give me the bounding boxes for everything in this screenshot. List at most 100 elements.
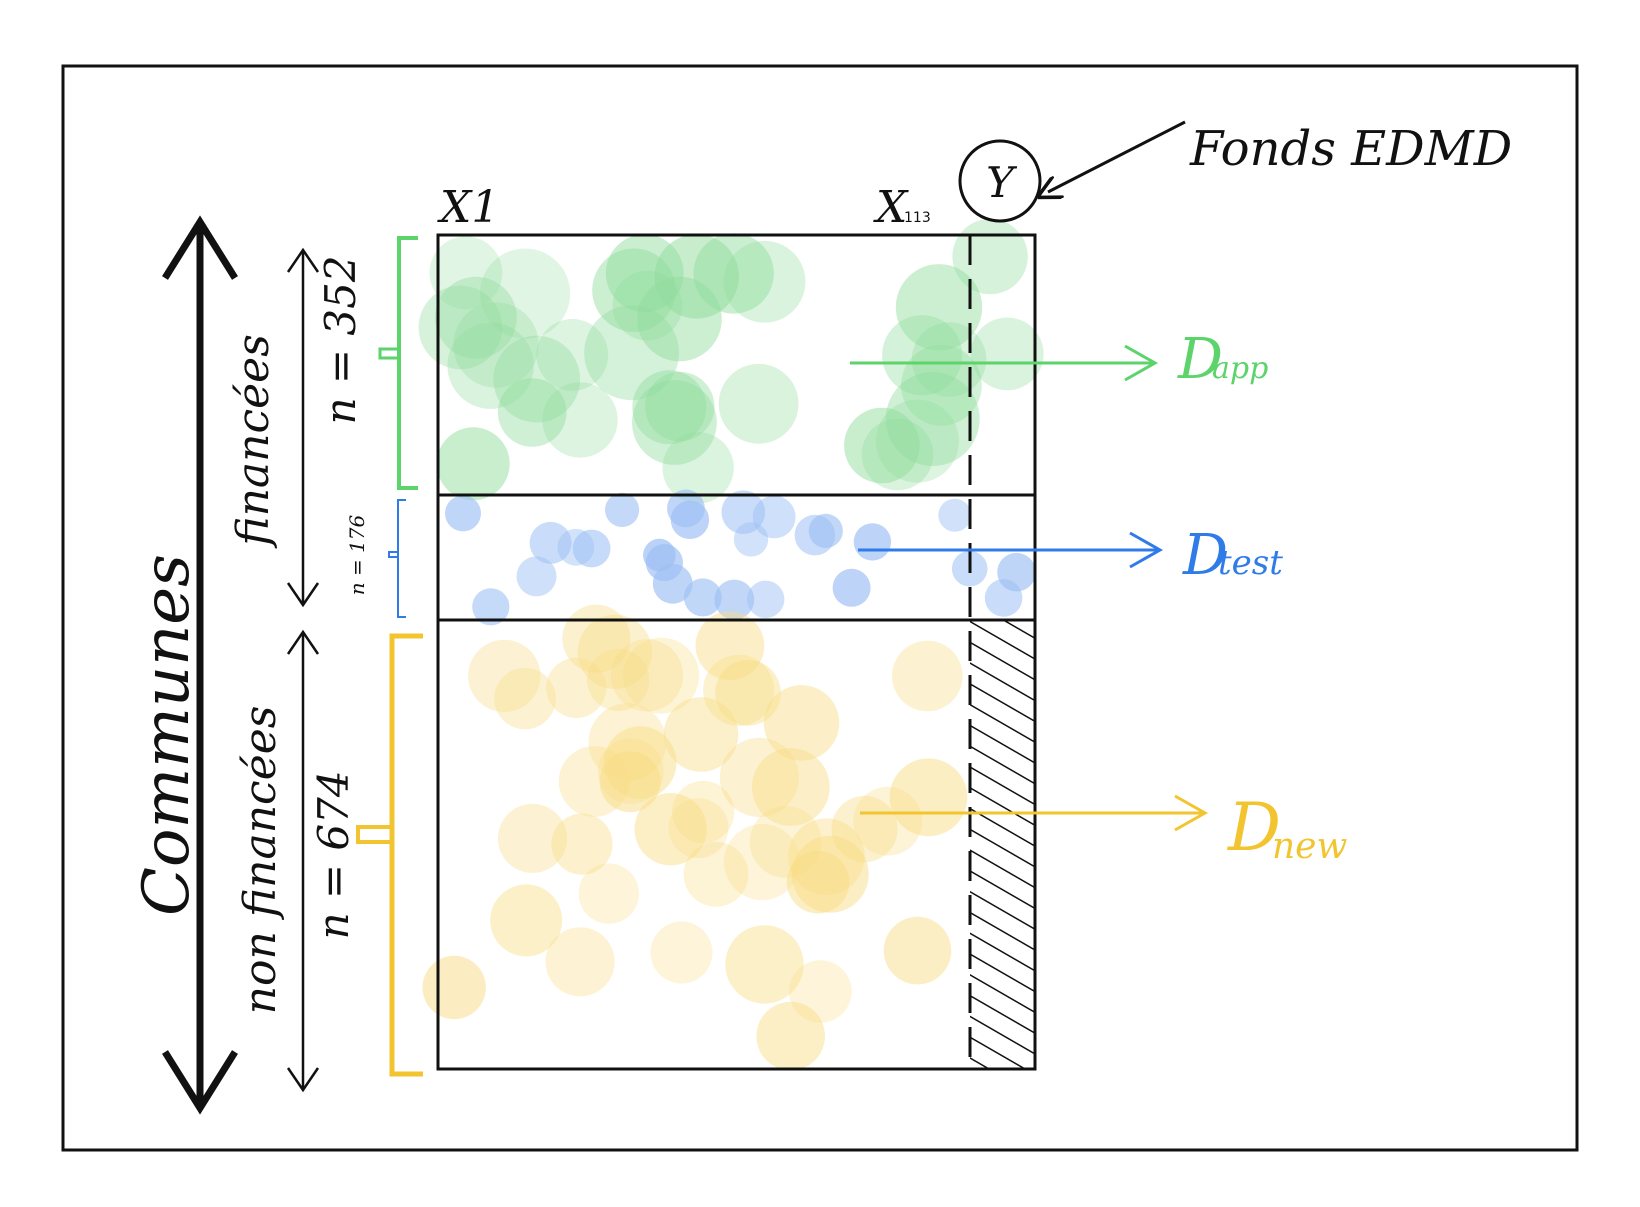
watercolor-blob [724,824,801,901]
watercolor-blob [788,818,865,895]
data-matrix [436,233,1037,1071]
watercolor-blob [789,960,852,1023]
watercolor-blob [493,335,581,423]
watercolor-blob [632,380,717,465]
n-financees-label: n = 352 [316,255,365,424]
financees-arrow-head-top [286,247,320,273]
watercolor-blob [725,925,804,1004]
hatched-y-column [970,620,1035,1069]
watercolor-blob [892,640,963,712]
watercolor-blob [422,955,486,1020]
watercolor-blob [831,795,898,863]
watercolor-blob [429,236,503,310]
watercolor-blob [683,841,749,907]
watercolor-blob [749,806,822,878]
watercolor-blob [703,654,775,726]
n-non-financees-label: n = 674 [309,770,358,939]
watercolor-blob [663,697,739,772]
watercolor-blob [577,614,653,689]
d-new-sub: new [1272,826,1347,867]
financees-label: financées [228,334,279,549]
x113-index: 113 [904,210,931,226]
watercolor-blob [445,495,481,532]
d-app-sub: app [1212,351,1268,386]
watercolor-blob [529,521,572,564]
watercolor-blob [997,552,1036,592]
watercolor-blob [901,344,982,426]
watercolor-blob [551,813,613,875]
x1-label: X1 [437,182,499,233]
watercolor-blob [623,637,700,714]
watercolor-blob [747,580,785,618]
watercolor-blob [654,234,739,319]
watercolor-blob [453,302,539,388]
watercolor-blob [578,863,639,924]
watercolor-blob [719,737,800,818]
test-bracket-notch [388,551,399,558]
app-watercolor-blobs [418,218,1044,504]
watercolor-blob [791,835,869,913]
watercolor-blob [721,490,766,534]
watercolor-blob [545,927,615,997]
non-financees-arrow-head-bottom [286,1067,320,1093]
watercolor-blob [603,726,677,799]
watercolor-blob [546,657,607,719]
watercolor-blob [652,563,693,604]
watercolor-blob [650,921,713,984]
watercolor-blob [562,604,631,673]
watercolor-blob [714,579,755,620]
watercolor-blob [645,371,715,442]
watercolor-blob [572,529,611,568]
watercolor-blob [542,382,618,458]
new-watercolor-blobs [422,604,968,1071]
y-label: Y [986,158,1018,207]
watercolor-blob [763,685,840,761]
watercolor-blob [715,660,781,726]
fonds-arrow [1048,120,1186,192]
communes-arrow-head-top [162,215,238,280]
watercolor-blob [844,407,920,484]
watercolor-blob [587,648,650,712]
watercolor-blob [557,528,595,566]
test-bracket [397,499,406,618]
watercolor-blob [970,317,1044,391]
new-bracket-notch [356,825,394,844]
communes-arrow-head-bottom [162,1050,238,1115]
non-financees-label: non financées [235,706,286,1015]
watercolor-blob [683,578,722,617]
watercolor-blob [494,667,556,730]
watercolor-blob [885,372,980,466]
financees-arrow-head-bottom [286,582,320,608]
watercolor-blob [882,315,963,396]
watercolor-blob [752,495,796,539]
watercolor-blob [832,568,871,607]
watercolor-blob [938,498,972,532]
watercolor-blob [853,523,892,561]
app-bracket-notch [378,347,401,360]
watercolor-blob [895,264,983,351]
watercolor-blob [751,748,830,826]
watercolor-blob [479,248,571,339]
watercolor-blob [435,276,517,359]
communes-label: Communes [130,554,204,916]
watercolor-blob [786,850,850,914]
outer-frame [61,64,1579,1152]
watercolor-blob [634,793,707,866]
watercolor-blob [662,432,734,504]
watercolor-blob [853,786,923,856]
non-financees-arrow-head-top [286,629,320,655]
watercolor-blob [447,322,534,409]
watercolor-blob [536,319,609,391]
watercolor-blob [668,798,729,859]
d-new-arrow-head [1174,794,1209,832]
watercolor-blob [883,916,952,985]
d-test-sub: test [1218,543,1283,583]
watercolor-blob [490,884,563,957]
watercolor-blob [592,248,676,332]
d-test-arrow-head [1129,531,1164,569]
watercolor-blob [889,758,968,837]
watercolor-blob [672,780,735,844]
watercolor-blob [599,751,661,813]
watercolor-blob [876,399,959,483]
watercolor-blob [605,492,640,527]
